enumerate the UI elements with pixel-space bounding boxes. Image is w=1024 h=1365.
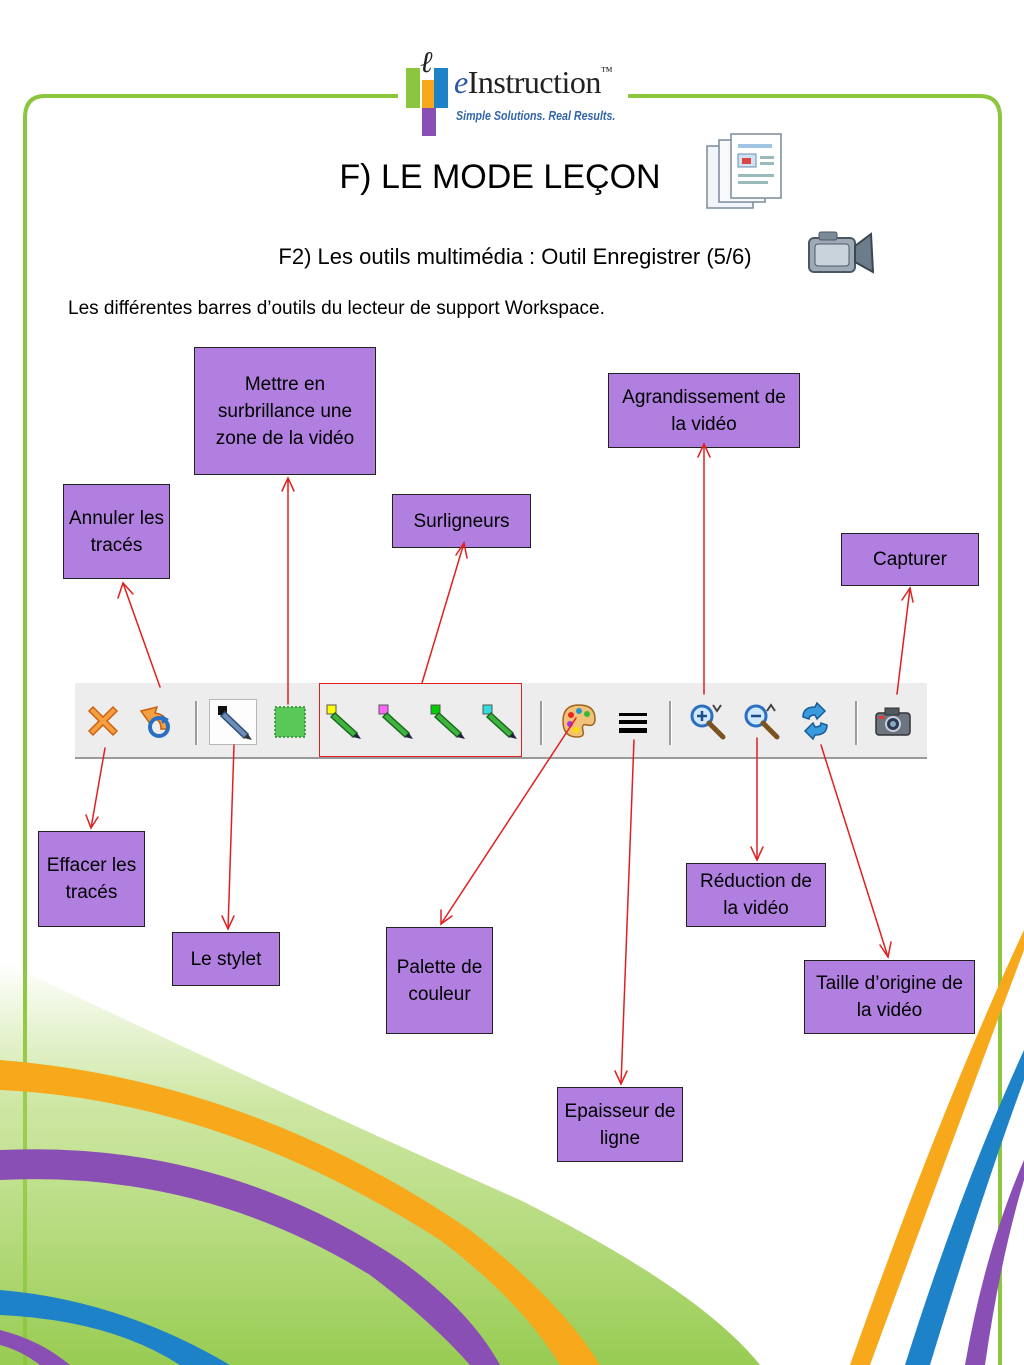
label-zoom-in: Agrandissement de la vidéo (608, 373, 800, 448)
zoom-in-icon[interactable] (687, 701, 727, 741)
media-player-toolbar (75, 683, 927, 759)
intro-text: Les différentes barres d’outils du lecte… (68, 298, 605, 319)
logo-tagline: Simple Solutions. Real Results. (456, 108, 616, 123)
label-zoom-out: Réduction de la vidéo (686, 863, 826, 927)
camera-icon[interactable] (873, 701, 913, 741)
highlighter-yellow-icon[interactable] (325, 701, 365, 741)
highlighter-green-icon[interactable] (429, 701, 469, 741)
highlighters-group (319, 683, 522, 757)
stylus-icon[interactable] (209, 699, 257, 745)
highlight-area-icon[interactable] (271, 701, 311, 741)
erase-x-icon[interactable] (83, 701, 123, 741)
svg-text:ℓ: ℓ (420, 50, 433, 79)
label-palette: Palette de couleur (386, 927, 493, 1034)
highlighter-pink-icon[interactable] (377, 701, 417, 741)
label-erase: Effacer les tracés (38, 831, 145, 927)
label-capture: Capturer (841, 533, 979, 586)
undo-icon[interactable] (135, 701, 175, 741)
label-undo: Annuler les tracés (63, 484, 170, 579)
einstruction-logo: ℓ eInstruction™ Simple Solutions. Real R… (398, 42, 628, 142)
page-title: F) LE MODE LEÇON (339, 158, 661, 196)
zoom-out-icon[interactable] (741, 701, 781, 741)
lesson-mode-icon (706, 133, 782, 209)
label-highlighters: Surligneurs (392, 494, 531, 548)
label-stylus: Le stylet (172, 932, 280, 986)
label-line-width: Epaisseur de ligne (557, 1087, 683, 1162)
label-highlight-zone: Mettre en surbrillance une zone de la vi… (194, 347, 376, 475)
page-subtitle: F2) Les outils multimédia : Outil Enregi… (278, 244, 752, 269)
original-size-icon[interactable] (795, 701, 835, 741)
logo-mark-icon: ℓ (406, 50, 448, 136)
label-original-size: Taille d’origine de la vidéo (804, 960, 975, 1034)
color-palette-icon[interactable] (559, 701, 599, 741)
line-width-icon[interactable] (613, 701, 653, 741)
logo-brand: eInstruction™ (454, 64, 613, 100)
video-camera-icon (808, 231, 875, 274)
highlighter-cyan-icon[interactable] (481, 701, 521, 741)
